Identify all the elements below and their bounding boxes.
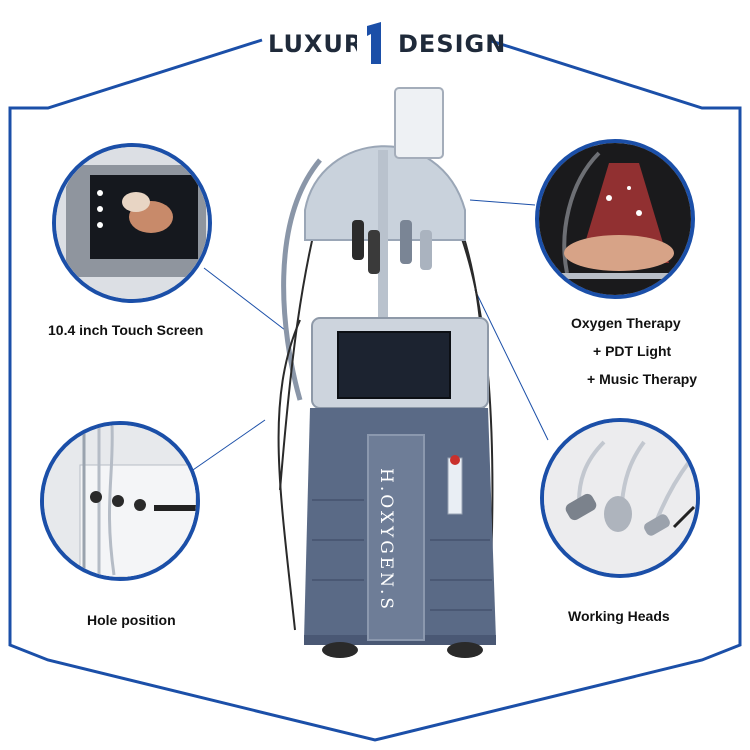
machine-panel-text: H.OXYGEN.S	[376, 468, 396, 613]
hole-position-icon	[44, 425, 196, 577]
oxygen-therapy-detail	[535, 139, 695, 299]
oxygen-therapy-label: Oxygen Therapy	[571, 315, 681, 331]
brand-right-word: DESIGN	[398, 30, 507, 58]
pdt-light-label: + PDT Light	[593, 343, 672, 359]
touch-screen-label: 10.4 inch Touch Screen	[48, 322, 204, 338]
hole-position-detail	[40, 421, 200, 581]
oxygen-therapy-labels: Oxygen Therapy + PDT Light + Music Thera…	[571, 309, 697, 393]
brand-header: LUXURY DESIGN	[0, 18, 750, 78]
working-heads-icon	[544, 422, 696, 574]
touch-screen-icon	[56, 147, 208, 299]
working-heads-label: Working Heads	[568, 608, 670, 624]
hole-position-label: Hole position	[87, 612, 176, 628]
brand-logo-icon	[357, 18, 391, 66]
music-therapy-label: + Music Therapy	[587, 371, 698, 387]
working-heads-detail	[540, 418, 700, 578]
oxygen-therapy-icon	[539, 143, 691, 295]
machine-illustration	[277, 87, 496, 658]
touch-screen-detail	[52, 143, 212, 303]
